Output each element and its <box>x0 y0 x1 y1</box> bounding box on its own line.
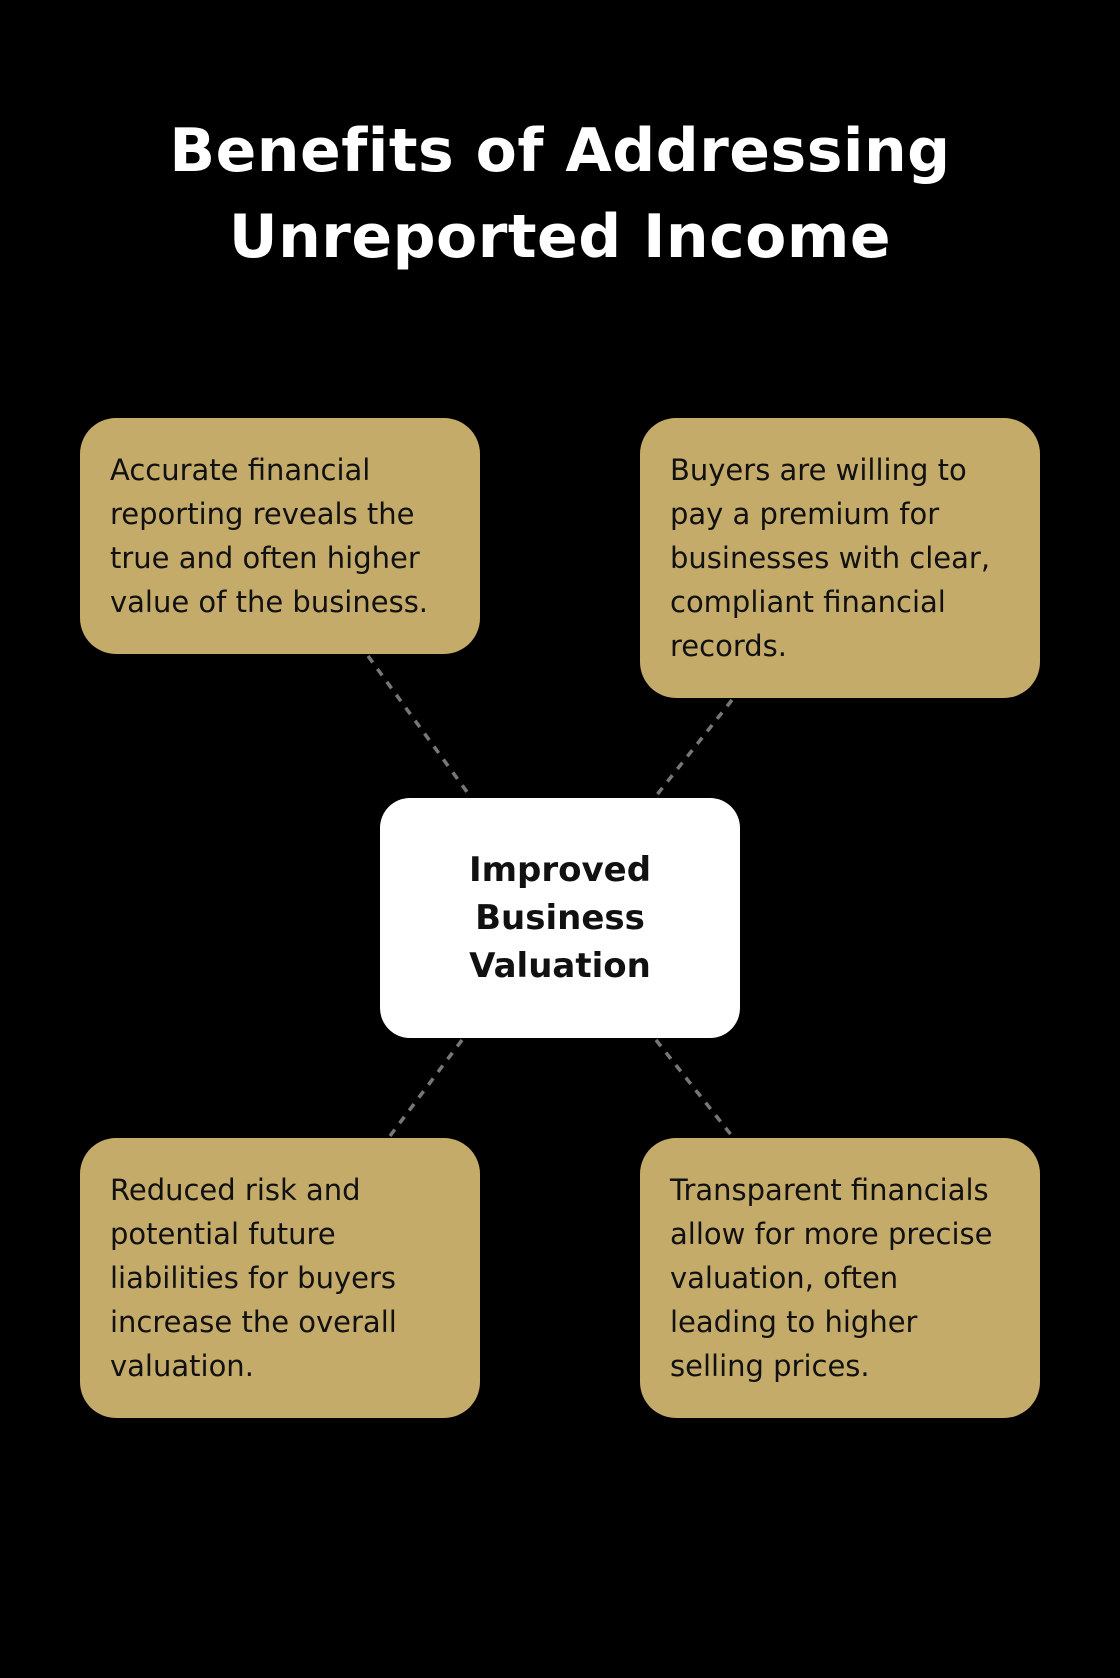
benefit-text-line: value of the business. <box>110 585 429 619</box>
benefit-text-line: businesses with clear, <box>670 541 991 575</box>
benefit-text-line: records. <box>670 629 787 663</box>
benefit-text-line: increase the overall <box>110 1305 397 1339</box>
benefit-text-line: pay a premium for <box>670 497 940 531</box>
benefit-text-line: reporting reveals the <box>110 497 415 531</box>
connector-bottom-right <box>654 1038 734 1138</box>
benefit-text-line: Transparent financials <box>670 1173 989 1207</box>
title-line-1: Benefits of Addressing <box>169 116 951 186</box>
benefit-text-line: Reduced risk and <box>110 1173 361 1207</box>
diagram-title: Benefits of Addressing Unreported Income <box>0 108 1120 280</box>
connector-top-left <box>366 654 472 798</box>
benefit-text-line: leading to higher <box>670 1305 918 1339</box>
benefit-box-reduced-risk: Reduced risk and potential future liabil… <box>80 1138 480 1418</box>
benefit-text-line: compliant financial <box>670 585 946 619</box>
benefit-text-line: Buyers are willing to <box>670 453 967 487</box>
central-node-line: Valuation <box>469 946 651 986</box>
benefit-box-accurate-reporting: Accurate financial reporting reveals the… <box>80 418 480 654</box>
benefit-text-line: liabilities for buyers <box>110 1261 396 1295</box>
benefit-box-transparent-financials: Transparent financials allow for more pr… <box>640 1138 1040 1418</box>
benefit-text-line: potential future <box>110 1217 336 1251</box>
central-node-improved-valuation: Improved Business Valuation <box>380 798 740 1038</box>
benefit-text-line: valuation, often <box>670 1261 899 1295</box>
central-node-line: Improved <box>468 850 652 890</box>
benefit-text-line: Accurate financial <box>110 453 371 487</box>
central-node-line: Business <box>475 898 645 938</box>
benefit-box-buyer-premium: Buyers are willing to pay a premium for … <box>640 418 1040 698</box>
benefit-text-line: valuation. <box>110 1349 254 1383</box>
connector-top-right <box>654 698 734 798</box>
benefit-text-line: allow for more precise <box>670 1217 993 1251</box>
benefit-text-line: selling prices. <box>670 1349 870 1383</box>
title-line-2: Unreported Income <box>228 202 892 272</box>
connector-bottom-left <box>388 1038 464 1138</box>
benefit-text-line: true and often higher <box>110 541 420 575</box>
